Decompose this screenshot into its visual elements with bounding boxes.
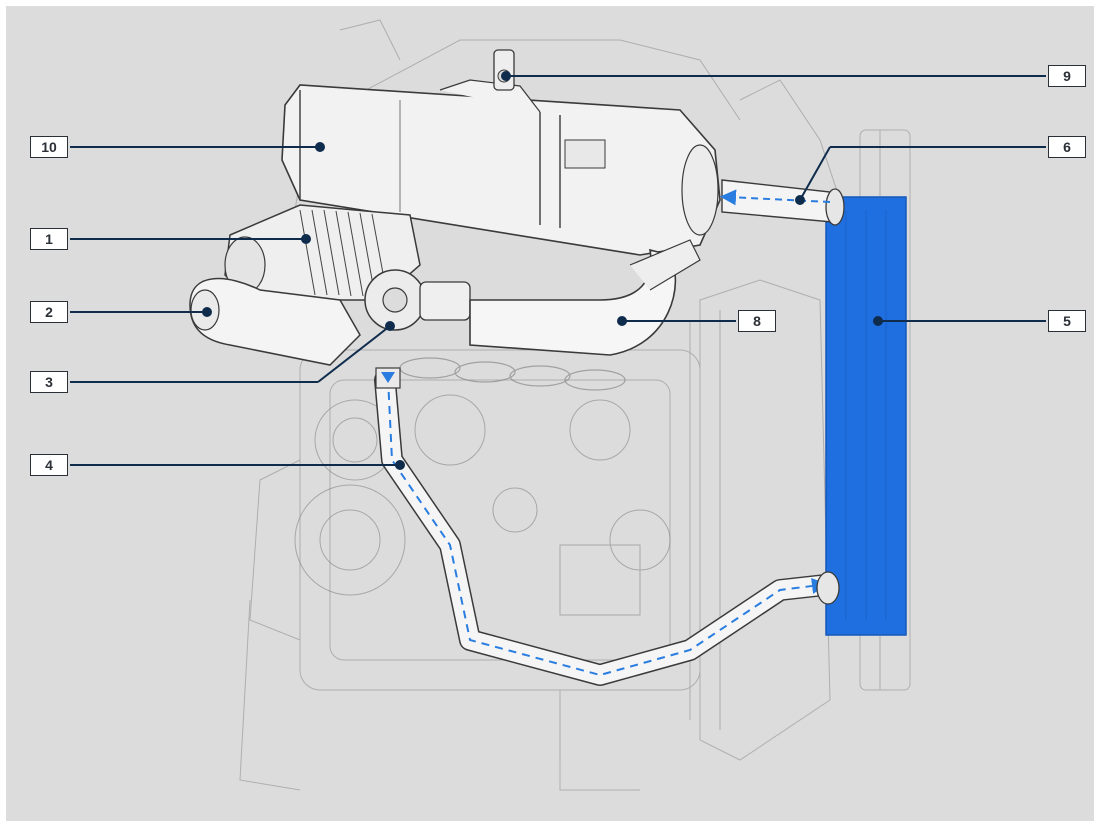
leader-lines <box>70 71 1046 470</box>
cylinder-rings <box>399 357 626 391</box>
callout-10[interactable]: 10 <box>30 136 68 158</box>
callout-2[interactable]: 2 <box>30 301 68 323</box>
lower-coolant-hose <box>374 367 840 686</box>
engine-gears <box>294 394 671 616</box>
upper-coolant-hose <box>720 179 845 226</box>
callout-3[interactable]: 3 <box>30 371 68 393</box>
top-fitting <box>493 49 515 91</box>
callout-9[interactable]: 9 <box>1048 65 1086 87</box>
callout-1[interactable]: 1 <box>30 228 68 250</box>
exhaust-aftertreatment-canister <box>281 79 721 256</box>
callout-8[interactable]: 8 <box>738 310 776 332</box>
callout-5[interactable]: 5 <box>1048 310 1086 332</box>
callout-4[interactable]: 4 <box>30 454 68 476</box>
charge-air-pipe <box>469 239 701 356</box>
turbocharger <box>364 269 471 331</box>
radiator-fins <box>845 210 887 620</box>
callout-6[interactable]: 6 <box>1048 136 1086 158</box>
